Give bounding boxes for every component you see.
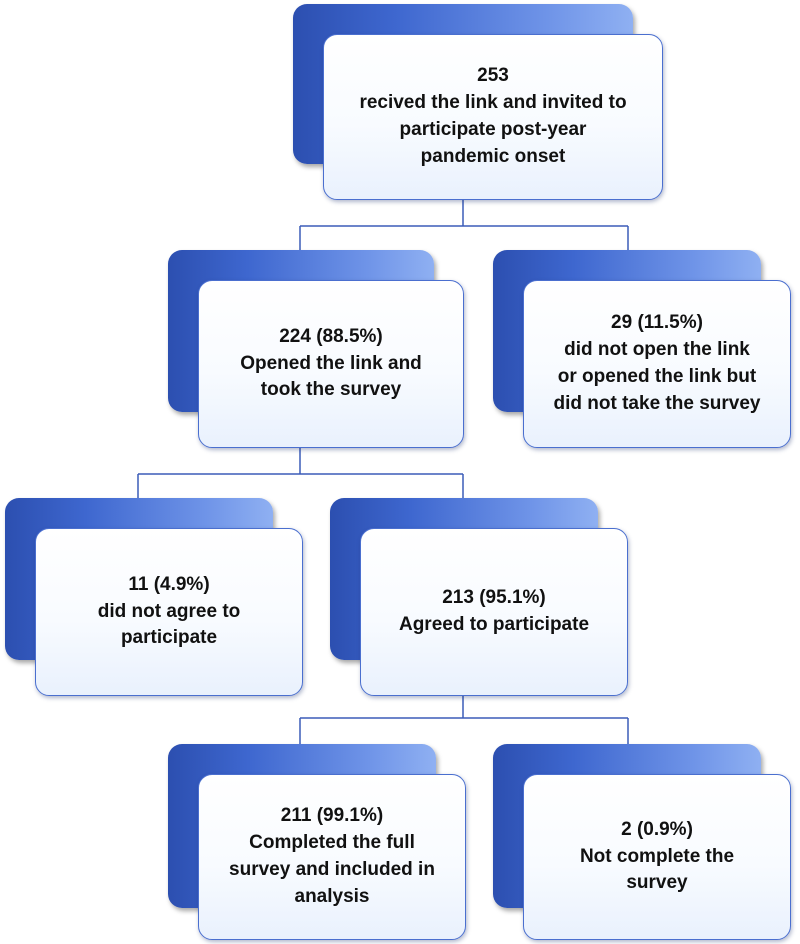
node-count: 224 (88.5%): [279, 325, 383, 347]
node-label-line: Agreed to participate: [398, 614, 590, 635]
node-box: 11 (4.9%) did not agree to participate: [35, 528, 303, 696]
node-label-line: survey and included in: [229, 859, 435, 880]
node-box: 2 (0.9%) Not complete the survey: [523, 774, 791, 940]
node-label-line: analysis: [294, 885, 370, 907]
node-label-line: took the survey: [260, 379, 402, 401]
node-box: 29 (11.5%) did not open the link or open…: [523, 280, 791, 448]
node-label-line: did not open the link: [564, 339, 750, 361]
node-box: 213 (95.1%) Agreed to participate: [360, 528, 628, 696]
node-count: 253: [477, 65, 509, 87]
node-label-line: participate post-year: [399, 119, 587, 140]
node-label-line: Completed the full: [249, 832, 415, 854]
node-label-line: survey: [626, 872, 688, 894]
node-label-line: Not complete the: [579, 845, 735, 867]
node-label-line: Opened the link and: [240, 352, 422, 374]
node-label-line: pandemic onset: [420, 145, 566, 167]
node-label-line: participate: [120, 627, 218, 649]
node-label-line: recived the link and invited to: [359, 92, 627, 114]
node-count: 2 (0.9%): [621, 818, 693, 840]
node-count: 213 (95.1%): [442, 587, 546, 609]
node-box: 253 recived the link and invited to part…: [323, 34, 663, 200]
node-label-line: or opened the link but: [557, 366, 757, 387]
node-label-line: did not agree to: [97, 600, 241, 622]
node-count: 29 (11.5%): [611, 312, 703, 334]
node-box: 211 (99.1%) Completed the full survey an…: [198, 774, 466, 940]
node-count: 211 (99.1%): [280, 805, 384, 827]
node-label-line: did not take the survey: [553, 392, 761, 414]
node-box: 224 (88.5%) Opened the link and took the…: [198, 280, 464, 448]
node-count: 11 (4.9%): [128, 573, 210, 595]
